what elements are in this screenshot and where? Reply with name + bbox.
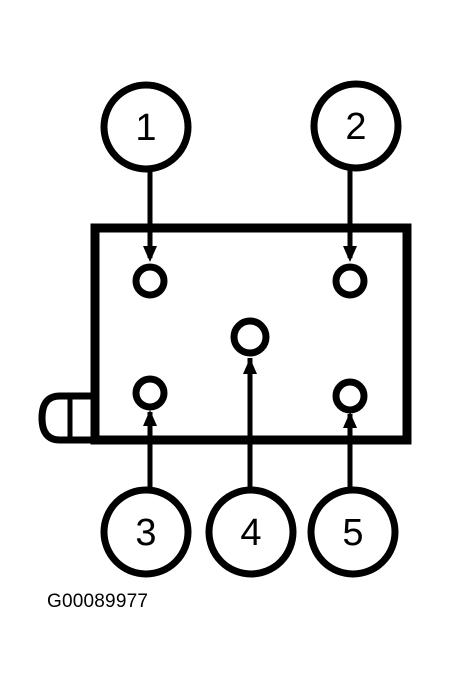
arrowhead-1 (143, 246, 157, 262)
callout-4-label: 4 (240, 512, 261, 554)
terminal-4 (230, 317, 270, 357)
callout-1: 1 (100, 81, 192, 173)
callout-5-label: 5 (342, 512, 363, 554)
arrowhead-3 (143, 410, 157, 426)
callout-5: 5 (307, 486, 399, 578)
callout-2-label: 2 (345, 106, 366, 148)
terminal-2 (332, 263, 368, 299)
callout-4: 4 (205, 486, 297, 578)
arrowhead-2 (343, 246, 357, 262)
callout-2: 2 (310, 80, 402, 172)
figure-id: G00089977 (47, 591, 149, 612)
terminal-5 (332, 378, 368, 414)
arrowhead-5 (343, 412, 357, 428)
terminal-1 (132, 263, 168, 299)
terminal-3 (132, 375, 168, 411)
callout-3-label: 3 (135, 512, 156, 554)
callout-3: 3 (100, 486, 192, 578)
callout-1-label: 1 (135, 107, 156, 149)
arrowhead-4 (243, 358, 257, 374)
connector-lock-tab (38, 392, 95, 444)
